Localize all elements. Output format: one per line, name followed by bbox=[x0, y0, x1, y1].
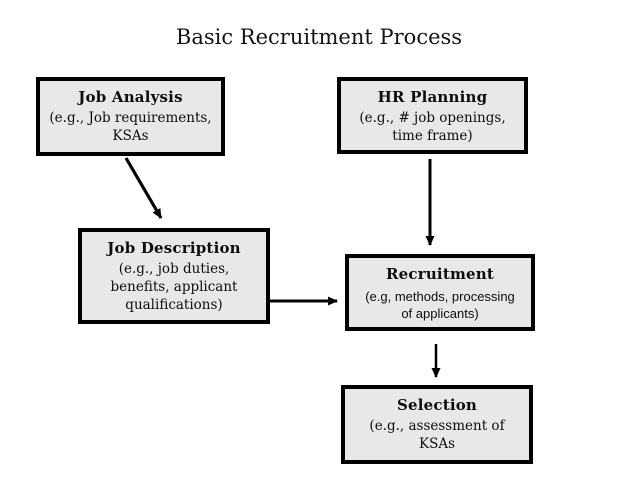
box-recruitment-title: Recruitment bbox=[385, 265, 495, 283]
box-job-description: Job Description (e.g., job duties, benef… bbox=[78, 228, 270, 324]
box-job-description-title: Job Description bbox=[107, 239, 241, 257]
arrow-job-analysis-to-job-description bbox=[124, 157, 163, 219]
box-recruitment-detail: (e.g, methods, processing of applicants) bbox=[365, 289, 515, 322]
box-selection-title: Selection bbox=[396, 396, 478, 414]
box-selection: Selection (e.g., assessment of KSAs bbox=[341, 385, 533, 464]
box-job-analysis-title: Job Analysis bbox=[78, 88, 183, 106]
box-job-description-detail: (e.g., job duties, benefits, applicant q… bbox=[110, 261, 238, 313]
box-recruitment: Recruitment (e.g, methods, processing of… bbox=[345, 254, 535, 331]
box-hr-planning-title: HR Planning bbox=[377, 88, 488, 106]
box-selection-detail: (e.g., assessment of KSAs bbox=[369, 418, 505, 452]
box-hr-planning: HR Planning (e.g., # job openings, time … bbox=[337, 77, 528, 154]
box-job-analysis-detail: (e.g., Job requirements, KSAs bbox=[49, 110, 212, 144]
page-title: Basic Recruitment Process bbox=[175, 25, 463, 49]
box-hr-planning-detail: (e.g., # job openings, time frame) bbox=[359, 110, 506, 144]
box-job-analysis: Job Analysis (e.g., Job requirements, KS… bbox=[36, 77, 225, 156]
